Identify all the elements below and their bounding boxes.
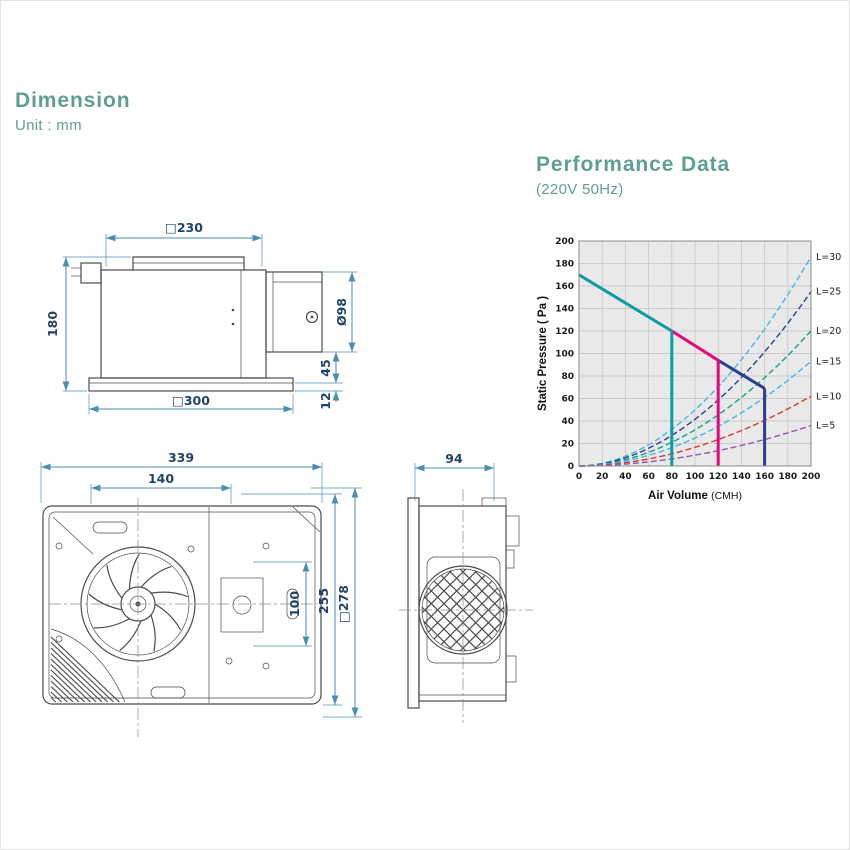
dim-flange-thickness: 12 <box>318 392 333 409</box>
performance-title: Performance Data <box>536 153 731 176</box>
dim-plan-inner-height: 100 <box>287 591 302 617</box>
svg-text:L=15: L=15 <box>816 356 841 367</box>
x-axis-title: Air Volume (CMH) <box>648 490 742 502</box>
x-tick-labels: 0 20 40 60 80 100 120 140 160 180 200 <box>576 472 821 482</box>
svg-text:0: 0 <box>576 472 582 482</box>
side-elevation-dimensions: □230 180 Ø98 45 12 □300 <box>45 220 357 414</box>
svg-text:60: 60 <box>642 472 655 482</box>
screw-icon <box>262 662 270 670</box>
dimension-title: Dimension <box>15 89 131 112</box>
side-elevation-view <box>71 256 323 392</box>
svg-text:180: 180 <box>555 260 574 270</box>
svg-text:80: 80 <box>666 472 679 482</box>
svg-text:180: 180 <box>778 472 797 482</box>
svg-text:L=30: L=30 <box>816 252 841 263</box>
dim-top-width: □230 <box>165 220 203 235</box>
svg-text:L=10: L=10 <box>816 391 841 402</box>
performance-chart: 0 20 40 60 80 100 120 140 160 180 200 0 20 40 60 80 100 1… <box>537 237 841 502</box>
svg-text:140: 140 <box>555 305 574 315</box>
dim-flange-width: □300 <box>172 393 210 408</box>
screw-icon <box>187 545 195 553</box>
svg-text:80: 80 <box>561 372 574 382</box>
dim-duct-diameter: Ø98 <box>334 298 349 326</box>
svg-text:40: 40 <box>619 472 632 482</box>
svg-text:0: 0 <box>568 462 574 472</box>
dim-overall-height: 180 <box>45 311 60 337</box>
louver-hatch <box>50 636 120 703</box>
system-resistance-curves <box>578 256 812 467</box>
y-axis-title: Static Pressure ( Pa ) <box>537 296 549 411</box>
svg-text:120: 120 <box>555 327 574 337</box>
performance-subtitle: (220V 50Hz) <box>536 181 624 198</box>
dimension-unit: Unit : mm <box>15 117 82 134</box>
svg-text:100: 100 <box>555 350 574 360</box>
dim-duct-to-flange: 45 <box>318 359 333 376</box>
side-view-dimensions: 94 <box>414 451 495 501</box>
svg-text:200: 200 <box>555 237 574 247</box>
svg-text:160: 160 <box>555 282 574 292</box>
dim-plan-body-square: □278 <box>336 585 351 623</box>
screw-icon <box>55 635 63 643</box>
svg-text:40: 40 <box>561 417 574 427</box>
side-view <box>399 489 533 723</box>
screw-icon <box>55 542 63 550</box>
fan-performance-curve <box>578 273 767 466</box>
svg-text:160: 160 <box>755 472 774 482</box>
svg-text:20: 20 <box>561 440 574 450</box>
y-tick-labels: 0 20 40 60 80 100 120 140 160 180 200 <box>555 237 574 472</box>
svg-text:140: 140 <box>732 472 751 482</box>
damper-knob-icon <box>305 310 319 324</box>
svg-text:L=20: L=20 <box>816 326 841 337</box>
dim-depth: 94 <box>445 451 463 466</box>
dim-plan-height: 255 <box>316 588 331 614</box>
svg-text:20: 20 <box>596 472 609 482</box>
svg-text:L=5: L=5 <box>816 421 835 432</box>
duct-length-labels: L=30L=25L=20L=15L=10L=5 <box>816 252 841 432</box>
svg-text:100: 100 <box>686 472 705 482</box>
svg-text:60: 60 <box>561 395 574 405</box>
svg-text:200: 200 <box>802 472 821 482</box>
dim-plan-inner-width: 140 <box>148 471 174 486</box>
performance-section-header: Performance Data (220V 50Hz) <box>536 153 730 198</box>
plot-frame <box>578 240 812 467</box>
plan-view <box>42 498 322 737</box>
dim-plan-width: 339 <box>168 450 194 465</box>
svg-text:120: 120 <box>709 472 728 482</box>
screw-icon <box>225 657 233 665</box>
dimension-section-header: Dimension Unit : mm <box>15 89 130 134</box>
svg-text:L=25: L=25 <box>816 287 841 298</box>
plan-view-dimensions: 339 140 255 □278 100 <box>40 450 362 718</box>
screw-icon <box>262 542 270 550</box>
